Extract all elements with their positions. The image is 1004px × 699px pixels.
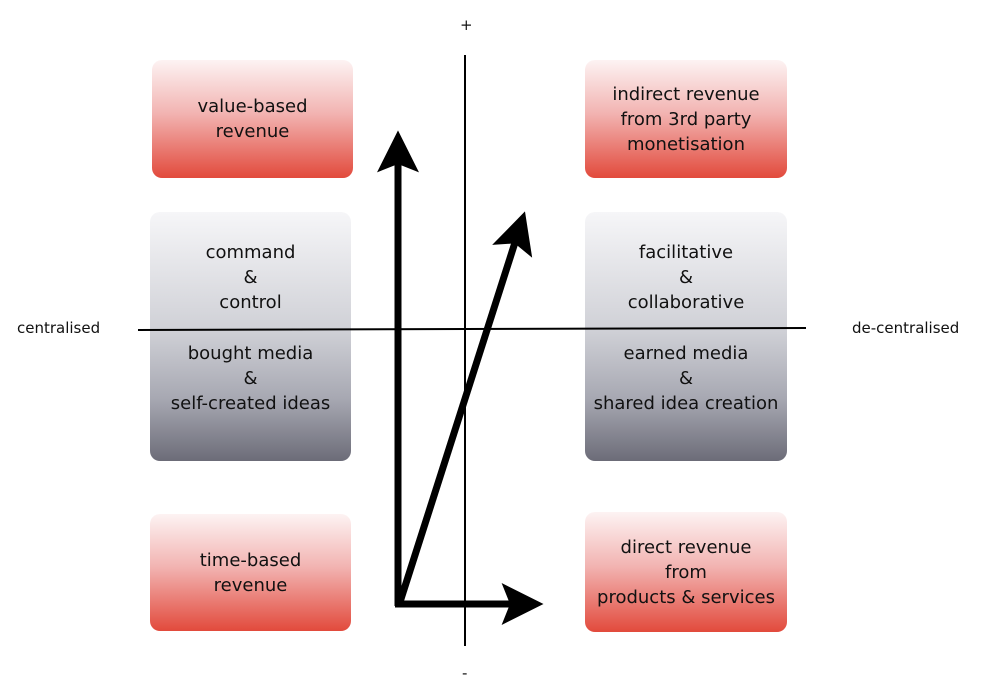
direct-revenue-box: direct revenue from products & services bbox=[585, 512, 787, 632]
command-control-text: command & control bbox=[206, 240, 296, 315]
box-line: & bbox=[678, 368, 694, 389]
box-line: earned media bbox=[623, 343, 749, 364]
decentralised-media-box: facilitative & collaborative earned medi… bbox=[585, 212, 787, 461]
centralised-media-box: command & control bought media & self-cr… bbox=[150, 212, 351, 461]
axis-label-decentralised: de-centralised bbox=[852, 319, 960, 337]
axis-label-minus: - bbox=[462, 664, 468, 682]
earned-media-text: earned media & shared idea creation bbox=[594, 341, 779, 416]
box-line: & bbox=[243, 368, 258, 389]
box-line: shared idea creation bbox=[593, 393, 779, 414]
box-line: command bbox=[205, 242, 296, 263]
box-line: facilitative bbox=[638, 242, 734, 263]
box-line: revenue bbox=[215, 121, 290, 142]
box-line: products & services bbox=[597, 586, 775, 608]
axis-label-centralised: centralised bbox=[17, 319, 101, 337]
box-line: direct revenue bbox=[620, 536, 752, 558]
box-line: self-created ideas bbox=[170, 393, 331, 414]
time-based-revenue-box: time-based revenue bbox=[150, 514, 351, 631]
box-line: value-based bbox=[197, 96, 308, 117]
box-line: revenue bbox=[213, 574, 288, 596]
box-line: indirect revenue bbox=[612, 83, 760, 105]
indirect-revenue-box: indirect revenue from 3rd party monetisa… bbox=[585, 60, 787, 178]
box-line: from bbox=[665, 561, 707, 583]
box-line: control bbox=[219, 292, 282, 313]
bought-media-text: bought media & self-created ideas bbox=[171, 341, 331, 416]
box-line: time-based bbox=[199, 549, 302, 571]
horizontal-axis bbox=[137, 327, 807, 331]
diagonal-arrow bbox=[396, 211, 533, 604]
box-line: collaborative bbox=[627, 292, 745, 313]
box-line: from 3rd party bbox=[620, 108, 752, 130]
value-based-revenue-box: value-based revenue bbox=[152, 60, 353, 178]
box-line: & bbox=[243, 267, 258, 288]
axis-label-plus: + bbox=[460, 16, 473, 34]
box-line: bought media bbox=[187, 343, 314, 364]
facilitative-collaborative-text: facilitative & collaborative bbox=[628, 240, 745, 315]
box-line: & bbox=[678, 267, 694, 288]
box-line: monetisation bbox=[627, 133, 745, 155]
